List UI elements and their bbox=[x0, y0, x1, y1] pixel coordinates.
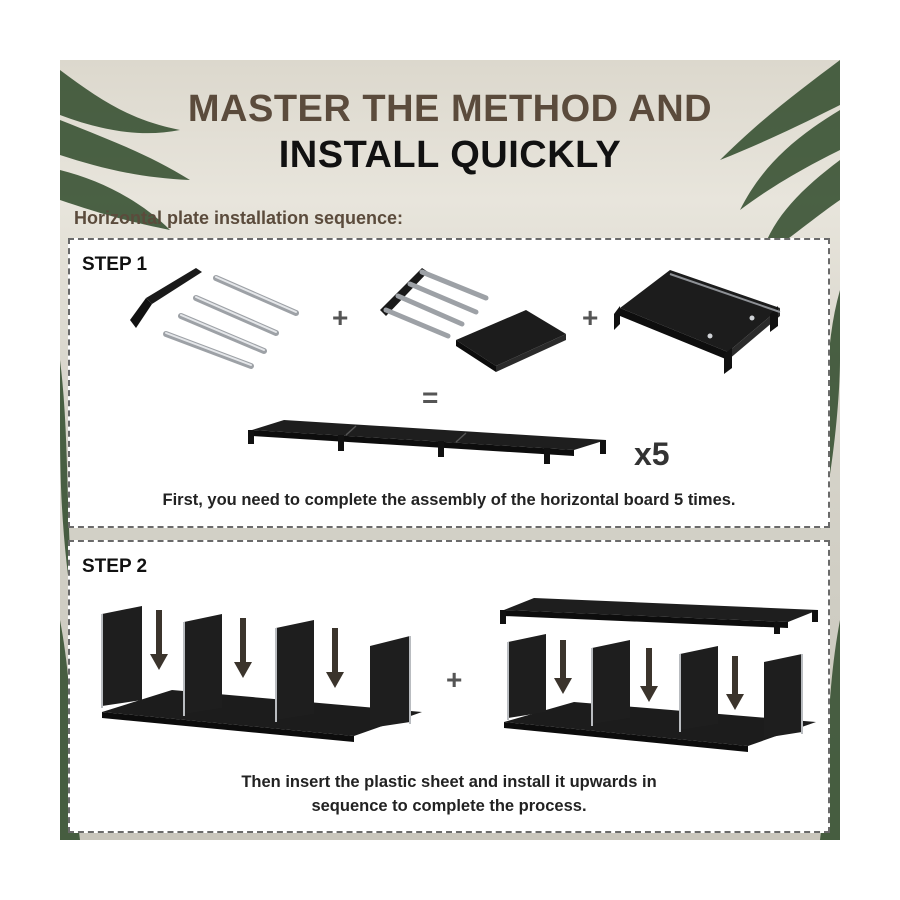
assembled-horizontal-board-illustration bbox=[248, 420, 606, 464]
panel-insertion-illustration bbox=[101, 606, 422, 742]
stacked-shelf-illustration bbox=[500, 598, 818, 752]
step-1-label: STEP 1 bbox=[82, 254, 148, 275]
section-subtitle: Horizontal plate installation sequence: bbox=[74, 208, 404, 228]
headline-line-1: MASTER THE METHOD AND bbox=[187, 88, 713, 130]
plus-sign-2: + bbox=[582, 302, 599, 333]
step-2-caption-line-2: sequence to complete the process. bbox=[311, 797, 587, 815]
palm-leaf-decoration bbox=[60, 60, 840, 840]
assembled-board-illustration bbox=[614, 270, 781, 374]
rods-and-board-illustration bbox=[380, 268, 566, 372]
step-2-label: STEP 2 bbox=[82, 556, 148, 577]
instruction-poster: MASTER THE METHOD AND INSTALL QUICKLY Ho… bbox=[60, 60, 840, 840]
step-2-panel: STEP 2 + bbox=[68, 540, 830, 833]
plus-sign-1: + bbox=[332, 302, 349, 333]
headline-line-2: INSTALL QUICKLY bbox=[278, 134, 622, 176]
plus-sign-3: + bbox=[446, 664, 463, 695]
equals-sign: = bbox=[422, 382, 439, 413]
multiplier-x5: x5 bbox=[634, 436, 670, 472]
step-2-caption-line-1: Then insert the plastic sheet and instal… bbox=[241, 773, 657, 791]
step-1-panel: STEP 1 + bbox=[68, 238, 830, 528]
step-2-caption: Then insert the plastic sheet and instal… bbox=[70, 770, 828, 818]
end-bar-and-rods-illustration bbox=[130, 268, 299, 369]
step-1-caption: First, you need to complete the assembly… bbox=[162, 491, 736, 509]
